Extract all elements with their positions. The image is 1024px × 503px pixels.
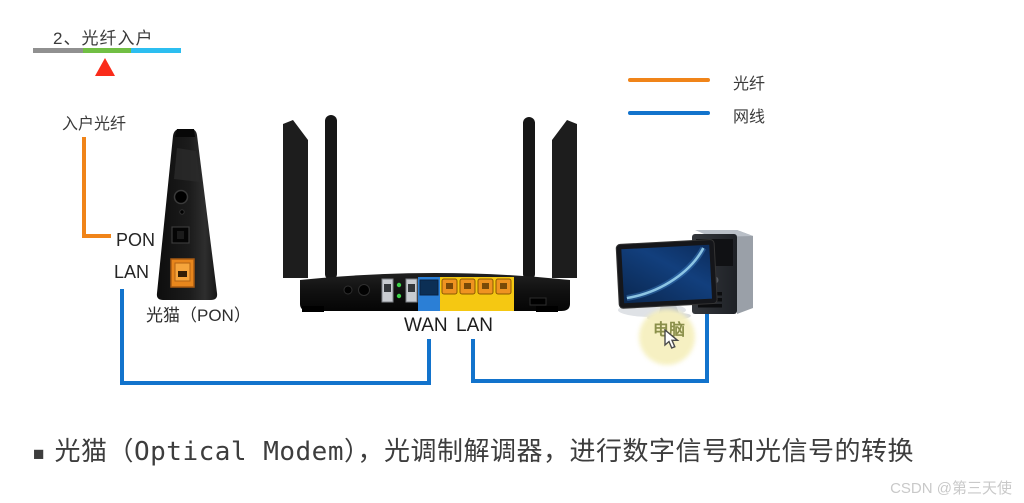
modem-pon-slot <box>178 271 187 277</box>
footnote-bullet-icon: ■ <box>33 444 45 465</box>
router-power-button <box>358 284 370 296</box>
ethernet-line-modem-to-router <box>120 289 431 385</box>
monitor <box>615 239 718 322</box>
modem-caption: 光猫（PON） <box>146 306 251 325</box>
router-foot-left <box>302 306 324 312</box>
legend-fiber-line <box>628 78 710 82</box>
router-lan-ports <box>441 278 512 295</box>
router-lan-label: LAN <box>456 315 493 336</box>
footnote-text: 光猫（Optical Modem），光调制解调器，进行数字信号和光信号的转换 <box>54 437 914 467</box>
router-foot-right <box>536 306 558 312</box>
page-title: 2、光纤入户 <box>53 29 154 48</box>
modem-gloss-panel <box>174 148 200 182</box>
screen-swoosh <box>626 247 705 300</box>
router-led-1 <box>396 282 402 288</box>
lan-slot-3 <box>482 283 489 289</box>
cursor-icon <box>664 329 680 349</box>
router-led-2 <box>396 293 402 299</box>
legend-fiber-label: 光纤 <box>733 76 766 93</box>
fiber-drop-line <box>82 137 111 238</box>
modem-pon-label: PON <box>116 230 156 250</box>
footnote: ■ 光猫（Optical Modem），光调制解调器，进行数字信号和光信号的转换 <box>33 437 1003 468</box>
underline-green-segment <box>83 48 131 53</box>
router-usb-slot-1 <box>384 284 391 292</box>
tower-side-panel <box>737 230 753 314</box>
red-pointer-icon <box>95 58 115 76</box>
router-antenna-right-inner <box>523 117 535 280</box>
lan-slot-1 <box>446 283 453 289</box>
router-usb-slot-2 <box>408 284 415 292</box>
incoming-fiber-label: 入户光纤 <box>62 116 127 133</box>
ethernet-line-router-to-pc <box>471 312 709 383</box>
modem-top-cap <box>175 129 195 137</box>
cursor-arrow <box>664 329 680 349</box>
watermark: CSDN @第三天使 <box>890 480 1012 497</box>
modem-led-hole <box>179 209 185 215</box>
router-antenna-left-inner <box>325 115 337 280</box>
router-antenna-left-outer <box>283 120 308 278</box>
underline-gray-segment <box>33 48 83 53</box>
lan-slot-4 <box>500 283 507 289</box>
modem-lan-label: LAN <box>114 262 150 282</box>
tower-vent-3 <box>698 304 722 308</box>
router-device <box>283 115 577 312</box>
title-underline <box>33 48 181 76</box>
legend-ethernet-line <box>628 111 710 115</box>
computer-label: 电脑 <box>653 322 686 339</box>
monitor-screen <box>621 244 713 304</box>
router-dc-port <box>529 297 547 306</box>
lan-slot-2 <box>464 283 471 289</box>
legend-ethernet-label: 网线 <box>733 109 766 126</box>
modem-button <box>173 189 189 205</box>
underline-cyan-segment <box>131 48 181 53</box>
router-wan-port <box>419 279 439 296</box>
computer-device <box>615 230 753 322</box>
modem-body <box>156 129 218 300</box>
router-reset-button <box>343 285 353 295</box>
optical-modem-device <box>156 129 218 300</box>
router-wan-label: WAN <box>404 315 448 336</box>
modem-power-pin <box>177 231 184 239</box>
router-antenna-right-outer <box>552 120 577 278</box>
